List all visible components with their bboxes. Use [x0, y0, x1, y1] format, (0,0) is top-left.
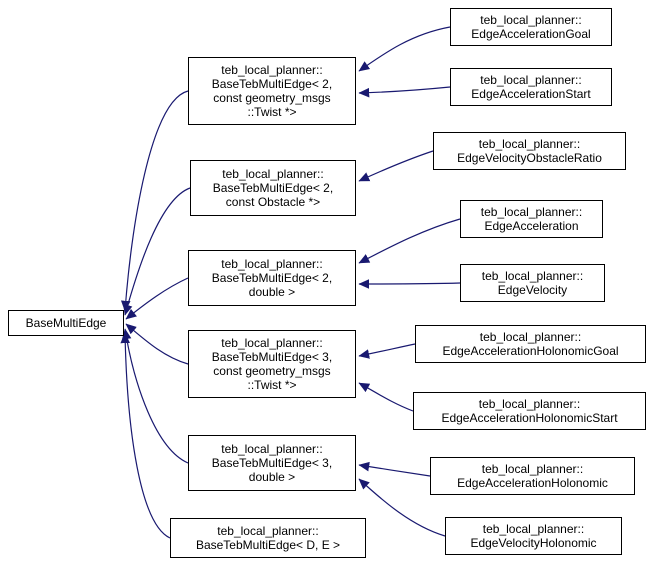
inheritance-arrow — [358, 150, 434, 182]
inheritance-arrow — [125, 323, 189, 365]
node-edge-acceleration-goal[interactable]: teb_local_planner:: EdgeAccelerationGoal — [450, 8, 612, 46]
node-edge-velocity-holonomic[interactable]: teb_local_planner:: EdgeVelocityHolonomi… — [445, 517, 622, 555]
node-base-teb-multi-edge-2-obstacle[interactable]: teb_local_planner:: BaseTebMultiEdge< 2,… — [190, 160, 356, 216]
inheritance-arrow — [358, 478, 446, 537]
inheritance-arrow — [358, 218, 461, 264]
node-base-teb-multi-edge-3-double[interactable]: teb_local_planner:: BaseTebMultiEdge< 3,… — [188, 435, 356, 491]
inheritance-arrow — [358, 26, 451, 72]
node-base-teb-multi-edge-3-twist[interactable]: teb_local_planner:: BaseTebMultiEdge< 3,… — [188, 330, 356, 398]
node-edge-acceleration-holonomic-goal[interactable]: teb_local_planner:: EdgeAccelerationHolo… — [415, 325, 646, 363]
node-edge-acceleration-holonomic[interactable]: teb_local_planner:: EdgeAccelerationHolo… — [430, 457, 635, 495]
node-base-teb-multi-edge-d-e[interactable]: teb_local_planner:: BaseTebMultiEdge< D,… — [170, 518, 366, 558]
node-base-teb-multi-edge-2-twist[interactable]: teb_local_planner:: BaseTebMultiEdge< 2,… — [188, 57, 356, 125]
node-edge-velocity[interactable]: teb_local_planner:: EdgeVelocity — [460, 264, 605, 302]
inheritance-arrow — [123, 187, 191, 316]
inheritance-arrow — [358, 86, 451, 98]
inheritance-arrow — [358, 461, 431, 477]
inheritance-arrow — [125, 277, 189, 320]
node-base-teb-multi-edge-2-double[interactable]: teb_local_planner:: BaseTebMultiEdge< 2,… — [188, 250, 356, 306]
inheritance-arrow — [358, 382, 414, 412]
node-edge-acceleration-holonomic-start[interactable]: teb_local_planner:: EdgeAccelerationHolo… — [413, 392, 646, 430]
inheritance-arrow — [358, 343, 416, 359]
inheritance-arrow — [121, 328, 189, 464]
inheritance-arrow — [358, 279, 461, 289]
node-edge-acceleration-start[interactable]: teb_local_planner:: EdgeAccelerationStar… — [450, 68, 612, 106]
node-edge-velocity-obstacle-ratio[interactable]: teb_local_planner:: EdgeVelocityObstacle… — [433, 132, 626, 170]
node-edge-acceleration[interactable]: teb_local_planner:: EdgeAcceleration — [460, 200, 603, 238]
node-base-multi-edge[interactable]: BaseMultiEdge — [8, 310, 124, 336]
inheritance-arrow — [120, 90, 189, 312]
inheritance-arrow — [120, 332, 171, 539]
